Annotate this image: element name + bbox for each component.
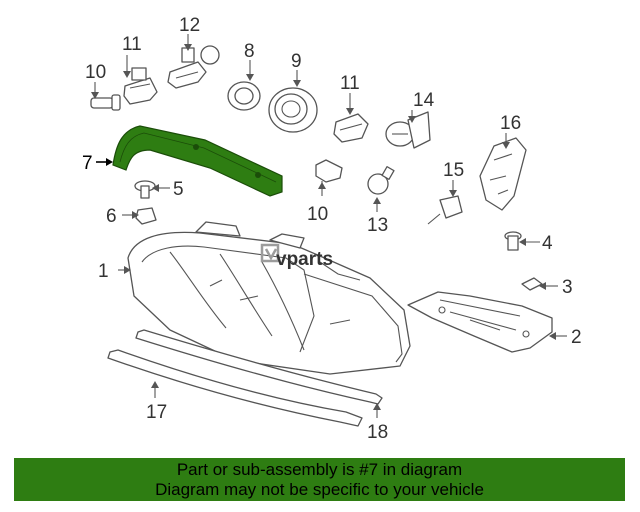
part-18-trim-strip bbox=[107, 349, 363, 427]
callout-5[interactable]: 5 bbox=[173, 179, 184, 200]
part-7-bracket-highlighted[interactable] bbox=[112, 125, 283, 197]
callout-18[interactable]: 17 bbox=[146, 402, 167, 423]
callout-8[interactable]: 8 bbox=[244, 41, 255, 62]
part-2-lower-bracket bbox=[407, 291, 553, 353]
info-banner: Part or sub-assembly is #7 in diagram Di… bbox=[14, 458, 625, 501]
watermark: vparts bbox=[260, 243, 333, 270]
part-8-ring bbox=[227, 81, 261, 111]
callout-12[interactable]: 11 bbox=[340, 73, 360, 94]
callout-3[interactable]: 3 bbox=[562, 277, 573, 298]
part-6-nut bbox=[135, 207, 157, 225]
callout-9[interactable]: 9 bbox=[291, 51, 302, 72]
part-1-headlight-housing bbox=[127, 221, 411, 375]
watermark-logo-icon bbox=[260, 243, 280, 263]
callout-2[interactable]: 2 bbox=[571, 327, 582, 348]
part-17-module bbox=[479, 137, 527, 211]
banner-line-part-number: Part or sub-assembly is #7 in diagram bbox=[176, 460, 463, 479]
part-4-bolt bbox=[504, 231, 522, 251]
part-11-bulb-socket bbox=[123, 67, 158, 105]
part-10-small-bulb-top bbox=[90, 94, 121, 111]
part-10-small-bulb-bottom bbox=[315, 159, 343, 183]
callout-4[interactable]: 4 bbox=[542, 233, 553, 254]
part-9-cover-cap bbox=[268, 87, 318, 133]
callout-10-top[interactable]: 10 bbox=[85, 62, 106, 83]
callout-11[interactable]: 11 bbox=[122, 34, 142, 55]
part-19-trim-strip bbox=[135, 329, 383, 405]
parts-diagram: vparts bbox=[82, 15, 582, 443]
callout-15[interactable]: 14 bbox=[413, 90, 435, 111]
callout-14[interactable]: 13 bbox=[367, 215, 388, 236]
callout-1[interactable]: 1 bbox=[98, 261, 109, 282]
callout-7[interactable]: 7 bbox=[82, 153, 93, 174]
callout-10-bottom[interactable]: 10 bbox=[307, 204, 328, 225]
callout-6[interactable]: 6 bbox=[106, 206, 117, 227]
part-14-round-bulb bbox=[367, 166, 395, 195]
banner-line-disclaimer: Diagram may not be specific to your vehi… bbox=[155, 480, 484, 499]
part-13-socket-plug bbox=[167, 45, 220, 89]
part-16-bulb-wire bbox=[427, 195, 463, 225]
callout-19[interactable]: 18 bbox=[367, 422, 388, 443]
callout-16[interactable]: 15 bbox=[443, 160, 464, 181]
part-3-clip bbox=[521, 277, 543, 291]
watermark-text: vparts bbox=[276, 249, 333, 270]
watermark-logo-mark bbox=[264, 248, 278, 261]
callout-17[interactable]: 16 bbox=[500, 113, 521, 134]
part-5-screw bbox=[134, 180, 156, 199]
callout-13[interactable]: 12 bbox=[179, 15, 200, 36]
part-12-socket bbox=[333, 113, 369, 143]
callout-labels: 11 10 12 8 9 11 14 16 15 13 10 5 6 7 1 4… bbox=[82, 15, 582, 443]
part-15-socket-clip bbox=[385, 111, 431, 149]
leader-lines bbox=[91, 34, 567, 418]
